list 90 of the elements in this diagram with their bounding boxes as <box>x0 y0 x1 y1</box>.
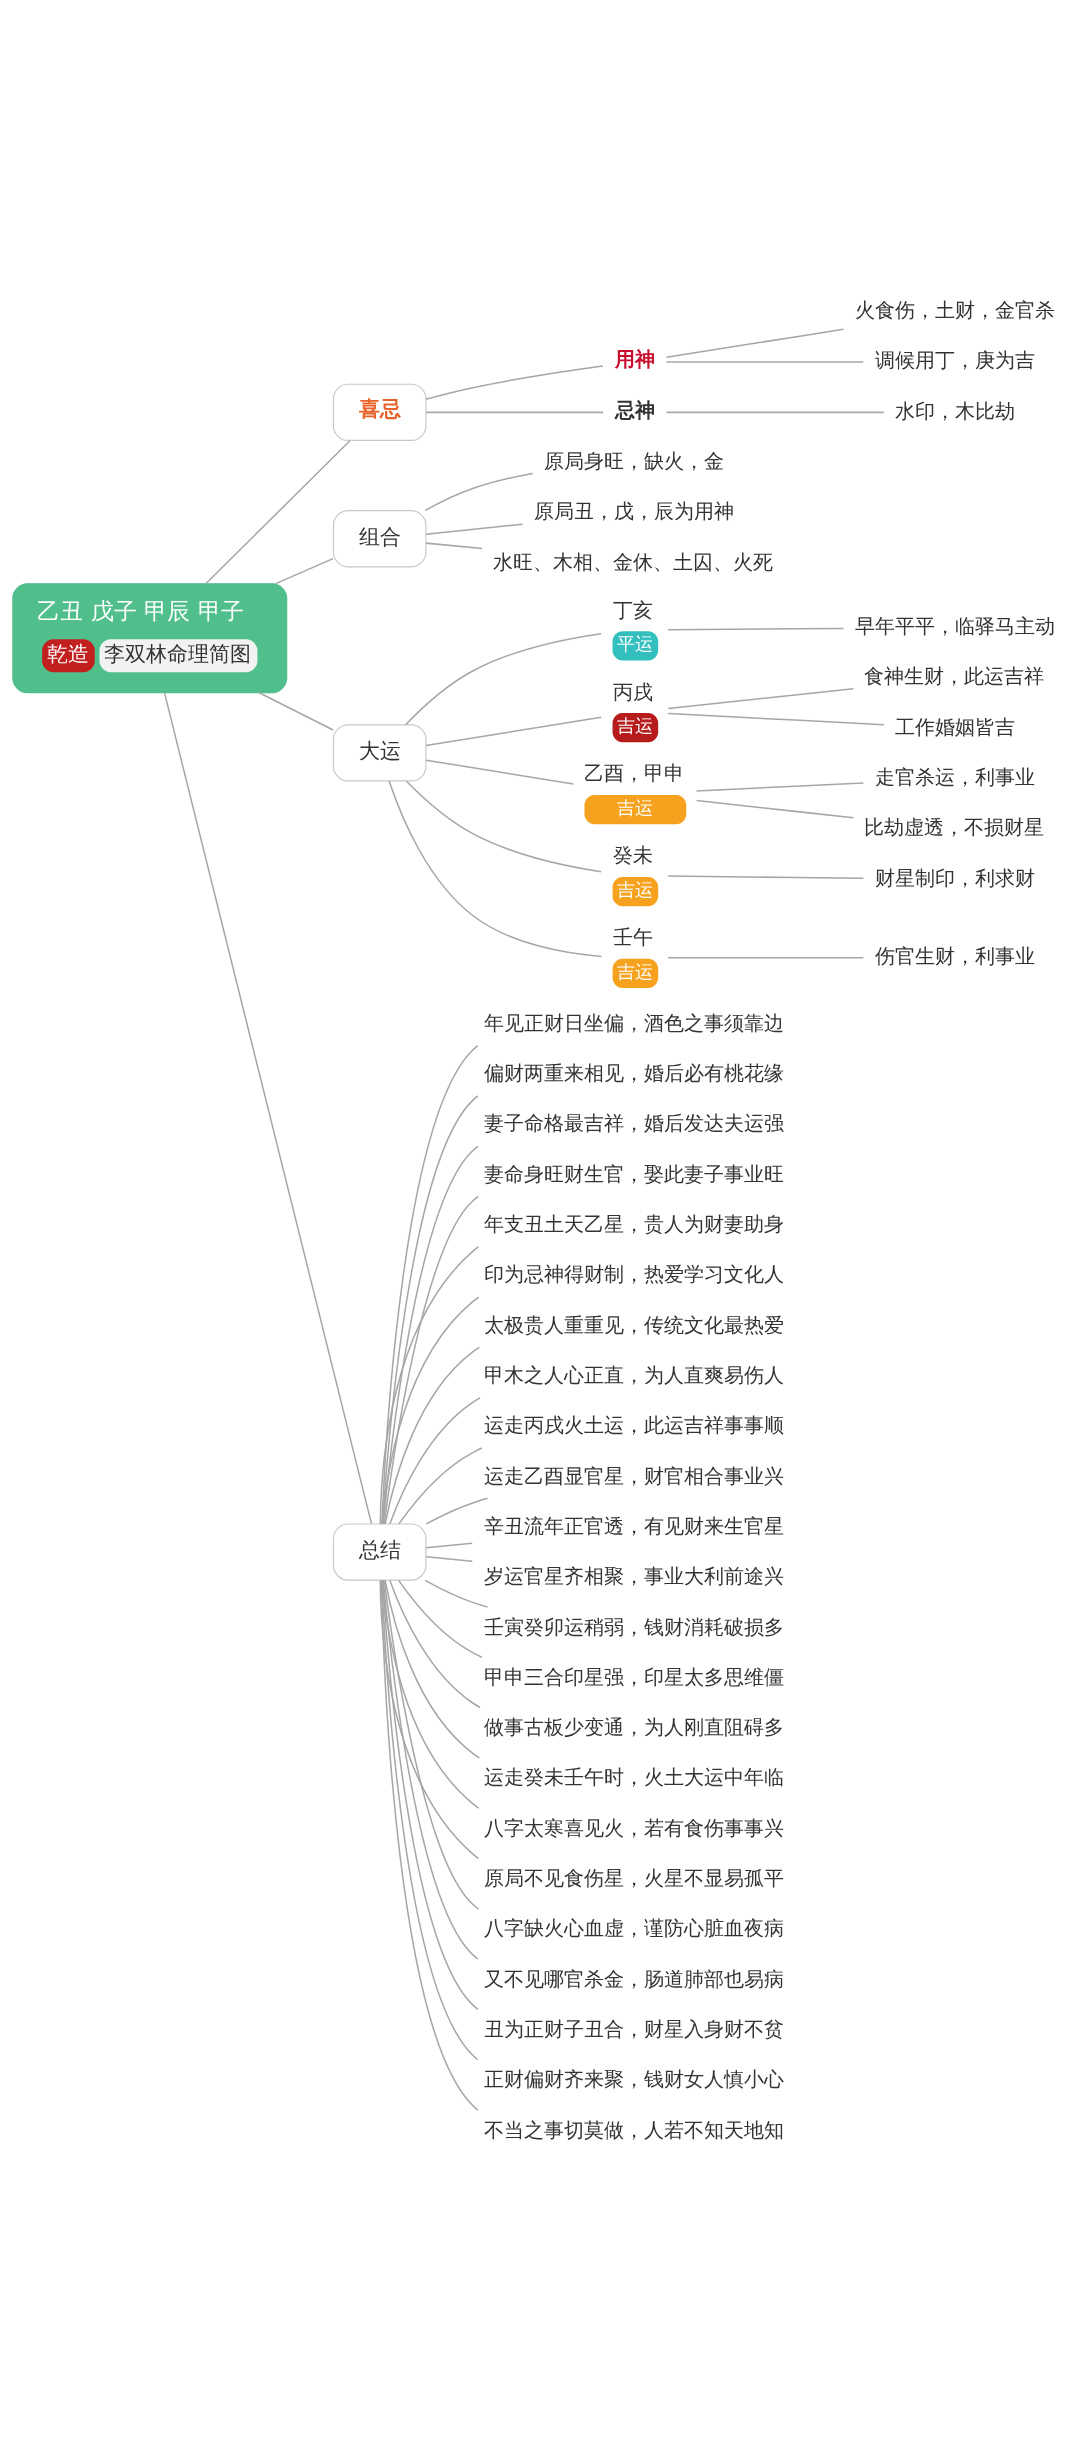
connector <box>425 1555 473 1562</box>
node-text: 太极贵人重重见，传统文化最热爱 <box>483 1313 784 1337</box>
connector <box>381 1295 480 1525</box>
node-text: 年支丑土天乙星，贵人为财妻助身 <box>483 1212 784 1236</box>
connector <box>405 780 602 872</box>
connector <box>665 360 864 363</box>
connector <box>667 874 865 879</box>
node-text: 早年平平，临驿马主动 <box>854 614 1055 638</box>
node-text: 运走丙戌火土运，此运吉祥事事顺 <box>483 1413 784 1437</box>
connector <box>667 956 865 958</box>
node-text: 正财偏财齐来聚，钱财女人慎小心 <box>483 2067 784 2091</box>
node-text: 原局身旺，缺火，金 <box>543 449 724 473</box>
node-label: 壬午 <box>612 925 653 949</box>
node-box: 组合 <box>332 509 427 567</box>
connector <box>398 1446 483 1524</box>
node-text: 忌神 <box>614 398 655 422</box>
node-text: 水旺、木相、金休、土囚、火死 <box>493 550 774 574</box>
node-box: 吉运 <box>612 958 659 988</box>
node-text: 不当之事切莫做，人若不知天地知 <box>483 2118 784 2142</box>
connector <box>389 1579 481 1708</box>
connector <box>424 472 534 511</box>
connector <box>425 715 602 746</box>
node-label: 乙酉，甲申 <box>584 761 685 785</box>
connector <box>667 712 885 725</box>
node-text: 又不见哪官杀金，肠道肺部也易病 <box>483 1967 784 1991</box>
node-text: 调候用丁，庚为吉 <box>874 348 1035 372</box>
connector <box>667 627 845 631</box>
node-box: 乙丑 戊子 甲辰 甲子 乾造 李双林命理简图 <box>12 582 288 693</box>
connector <box>389 1396 481 1524</box>
connector <box>425 1541 473 1548</box>
node-text: 火食伤，土财，金官杀 <box>854 298 1055 322</box>
connector <box>274 557 334 584</box>
connector <box>384 1579 481 1759</box>
connector <box>404 632 602 725</box>
node-text: 壬寅癸卯运稍弱，钱财消耗破损多 <box>483 1614 784 1638</box>
node-box: 吉运 <box>584 794 687 824</box>
connector <box>425 541 483 549</box>
node-label: 癸未 <box>612 843 653 867</box>
node-text: 伤官生财，利事业 <box>874 944 1035 968</box>
node-text: 食神生财，此运吉祥 <box>864 664 1045 688</box>
node-text: 财星制印，利求财 <box>874 866 1035 890</box>
connector <box>258 691 334 731</box>
node-box: 吉运 <box>612 712 659 742</box>
node-text: 岁运官星齐相聚，事业大利前途兴 <box>483 1564 784 1588</box>
node-box: 总结 <box>332 1522 427 1581</box>
connector <box>388 779 603 957</box>
node-text: 比劫虚透，不损财星 <box>864 815 1045 839</box>
node-text: 偏财两重来相见，婚后必有桃花缘 <box>483 1061 784 1085</box>
connector <box>425 758 574 785</box>
connector <box>379 1579 480 1859</box>
node-text: 印为忌神得财制，热爱学习文化人 <box>483 1262 784 1286</box>
node-text: 运走癸未壬午时，火土大运中年临 <box>483 1765 784 1789</box>
connector <box>425 1497 489 1525</box>
node-text: 原局不见食伤星，火星不显易孤平 <box>483 1866 784 1890</box>
node-text: 八字缺火心血虚，谨防心脏血夜病 <box>483 1916 784 1940</box>
node-text: 丑为正财子丑合，财星入身财不贫 <box>483 2017 784 2041</box>
node-box: 平运 <box>612 630 659 660</box>
connector <box>424 1579 489 1608</box>
node-label: 丁亥 <box>612 598 653 622</box>
connector <box>695 799 855 819</box>
connector <box>163 691 373 1524</box>
connector <box>397 1579 483 1658</box>
node-text: 原局丑，戊，辰为用神 <box>534 499 735 523</box>
node-text: 运走乙酉显官星，财官相合事业兴 <box>483 1464 784 1488</box>
connector <box>695 781 865 792</box>
node-text: 甲申三合印星强，印星太多思维僵 <box>483 1665 784 1689</box>
node-box: 吉运 <box>612 876 659 906</box>
node-text: 辛丑流年正官透，有见财来生官星 <box>483 1514 784 1538</box>
node-text: 做事古板少变通，为人刚直阻碍多 <box>483 1715 784 1739</box>
node-box: 喜忌 <box>332 383 427 441</box>
connector <box>425 411 604 413</box>
node-text: 走官杀运，利事业 <box>874 765 1035 789</box>
node-label: 丙戌 <box>612 680 653 704</box>
connector <box>379 1245 480 1524</box>
connector <box>665 411 885 413</box>
node-text: 妻命身旺财生官，娶此妻子事业旺 <box>483 1162 784 1186</box>
node-box: 大运 <box>332 723 427 782</box>
node-text: 妻子命格最吉祥，婚后发达夫运强 <box>483 1111 784 1135</box>
node-text: 工作婚姻皆吉 <box>894 715 1015 739</box>
connector <box>205 439 351 584</box>
node-text: 年见正财日坐偏，酒色之事须靠边 <box>483 1011 784 1035</box>
connector <box>425 523 524 535</box>
connector <box>384 1346 481 1525</box>
connector <box>425 364 604 400</box>
node-text: 用神 <box>614 347 655 371</box>
connector <box>665 328 845 358</box>
node-text: 水印，木比劫 <box>894 399 1015 423</box>
connector <box>667 687 855 709</box>
node-text: 八字太寒喜见火，若有食伤事事兴 <box>483 1816 784 1840</box>
node-text: 甲木之人心正直，为人直爽易伤人 <box>483 1363 784 1387</box>
